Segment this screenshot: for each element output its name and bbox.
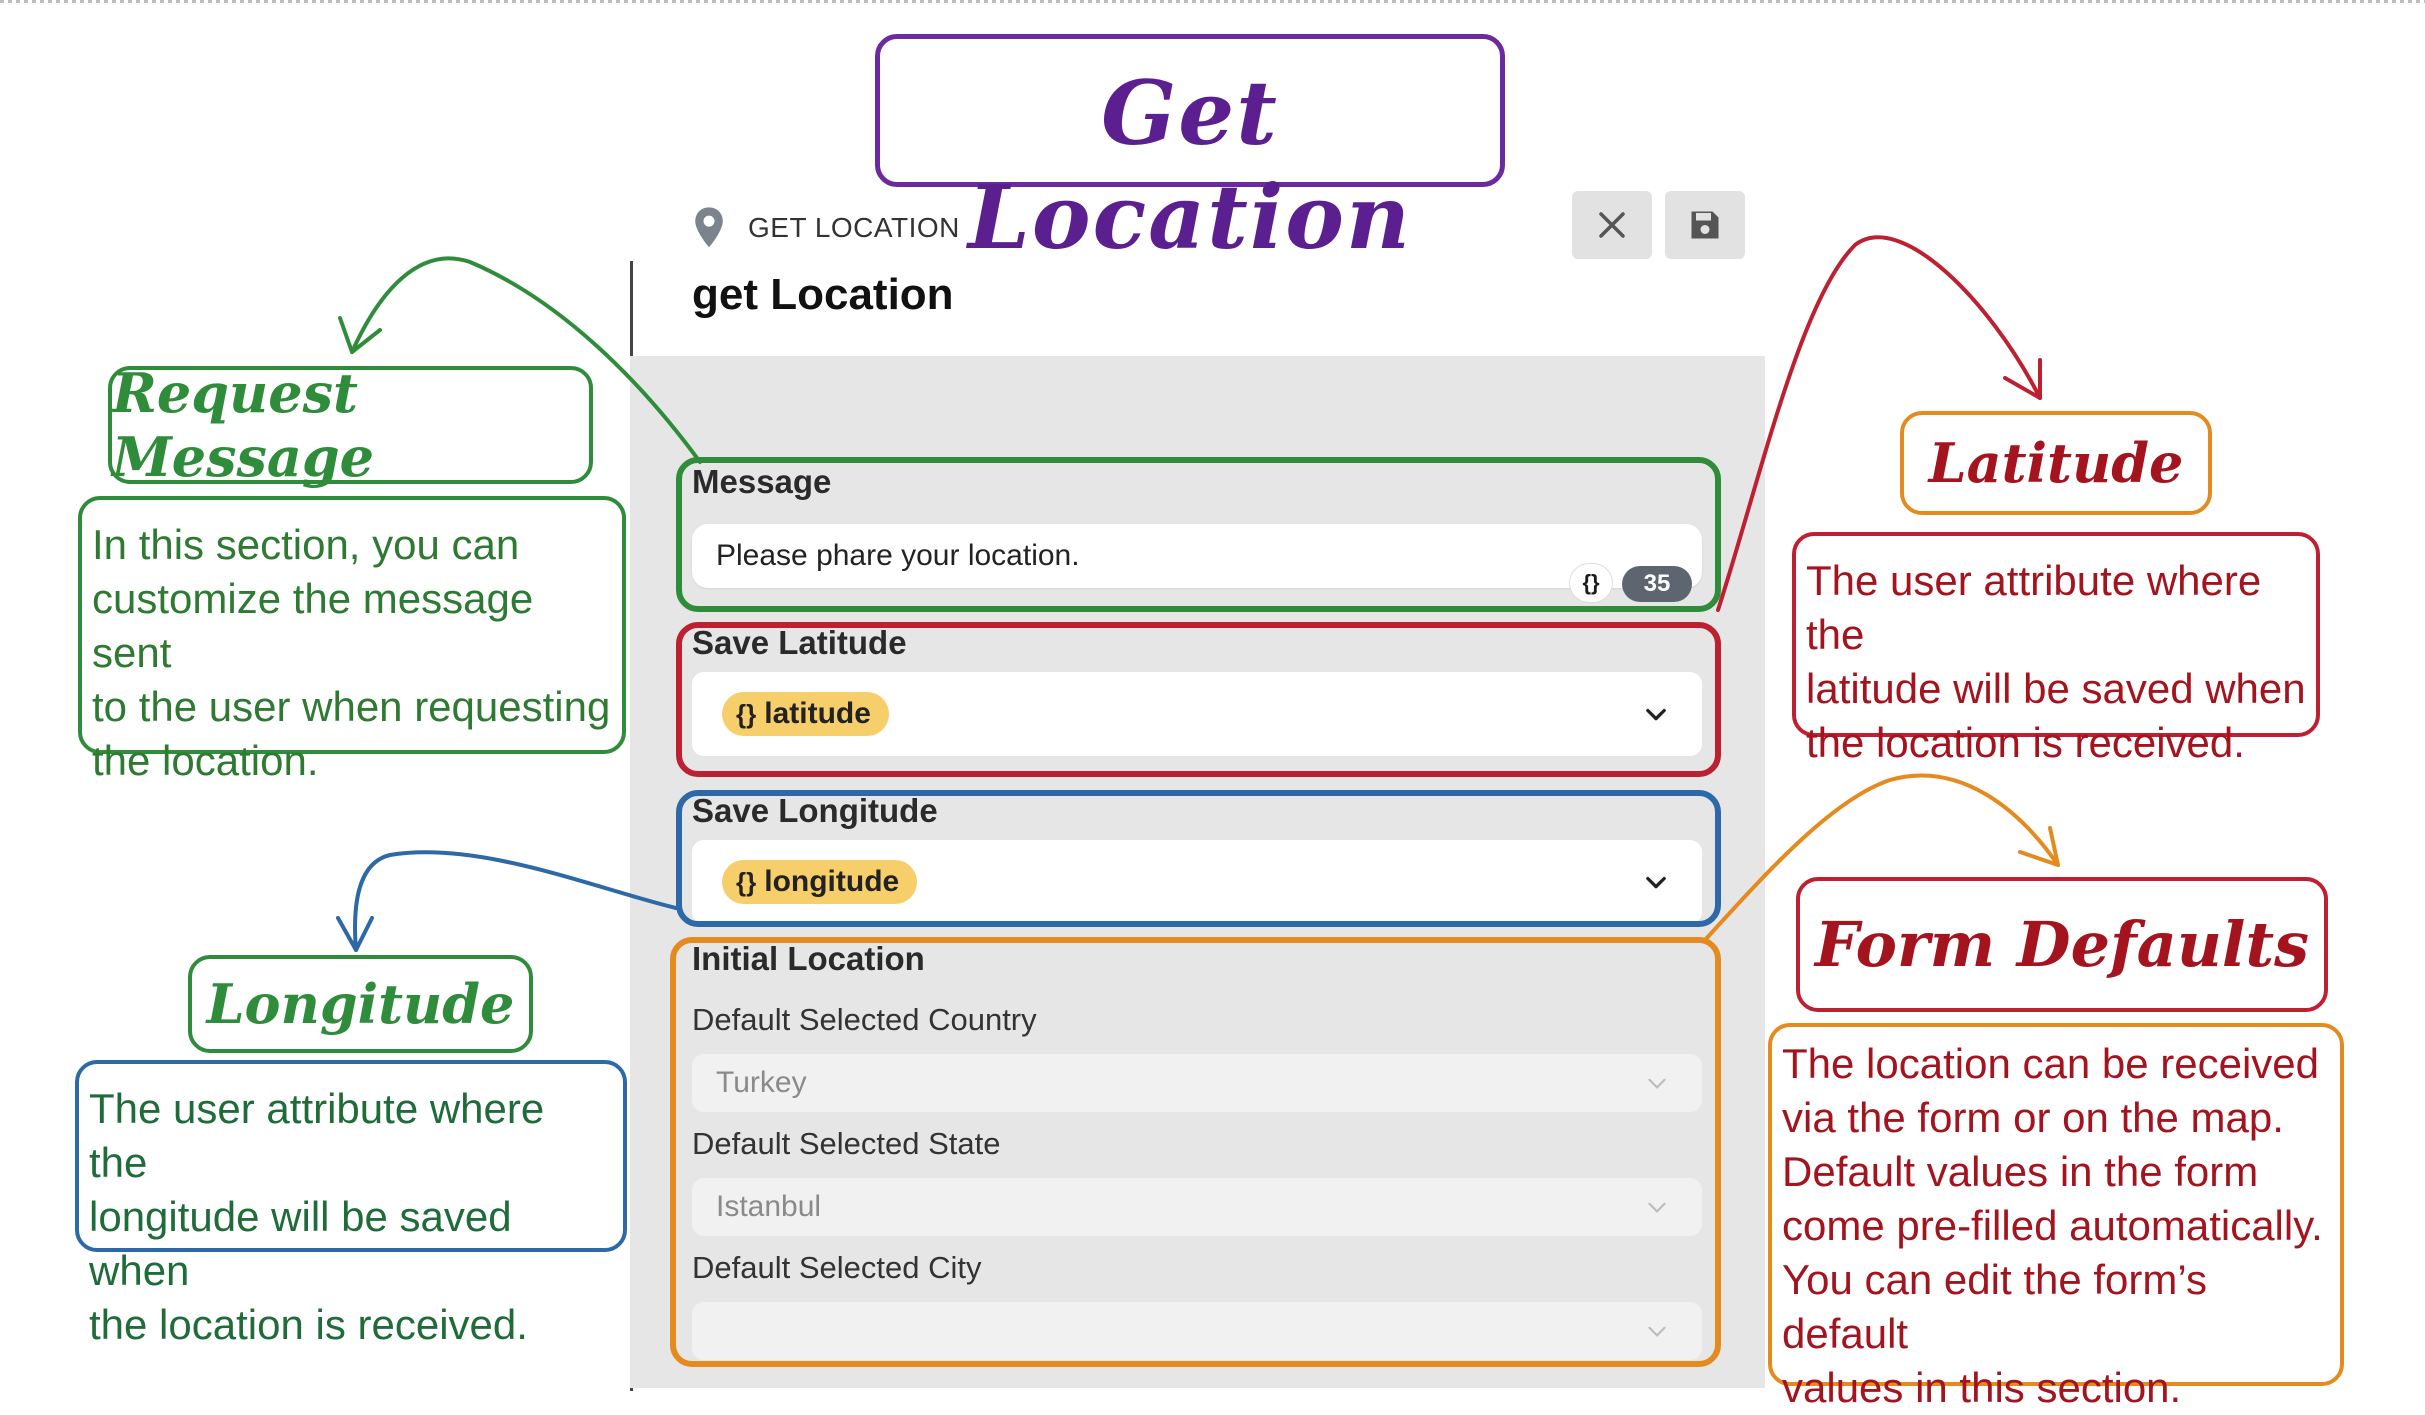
chevron-down-icon <box>1646 708 1666 721</box>
city-select[interactable] <box>692 1302 1702 1360</box>
latitude-chip: {} latitude <box>722 692 889 736</box>
state-select[interactable]: Istanbul <box>692 1178 1702 1236</box>
top-dotted-border <box>0 0 2425 3</box>
save-latitude-label: Save Latitude <box>692 624 907 661</box>
longitude-line: longitude will be saved when <box>89 1193 512 1294</box>
variable-braces-button[interactable]: {} <box>1570 564 1612 602</box>
form-defaults-title: Form Defaults <box>1814 908 2310 981</box>
state-label: Default Selected State <box>692 1126 1001 1161</box>
state-value: Istanbul <box>716 1190 822 1223</box>
latitude-line: latitude will be saved when <box>1806 665 2306 712</box>
latitude-desc-box: The user attribute where the latitude wi… <box>1792 532 2320 766</box>
save-latitude-select[interactable]: {} latitude <box>692 672 1702 756</box>
request-message-line: customize the message sent <box>92 575 534 676</box>
initial-location-label: Initial Location <box>692 940 925 977</box>
request-message-line: to the user when requesting <box>92 683 611 730</box>
longitude-desc-box: The user attribute where the longitude w… <box>75 1060 627 1348</box>
longitude-arrowhead <box>336 916 374 952</box>
chip-braces-icon: {} <box>736 866 757 897</box>
request-message-desc: In this section, you can customize the m… <box>82 500 622 788</box>
message-input[interactable]: Please phare your location. {} 35 <box>692 524 1702 602</box>
longitude-desc: The user attribute where the longitude w… <box>79 1064 623 1352</box>
title-text: Get Location <box>968 61 1412 269</box>
latitude-title: Latitude <box>1928 431 2184 495</box>
form-defaults-title-box: Form Defaults <box>1796 877 2328 1012</box>
city-label: Default Selected City <box>692 1250 982 1285</box>
longitude-arrow <box>353 850 678 952</box>
form-defaults-line: values in this section. <box>1782 1364 2182 1411</box>
character-counter: 35 <box>1622 566 1692 602</box>
form-defaults-line: via the form or on the map. <box>1782 1094 2284 1141</box>
latitude-arrowhead <box>2003 358 2042 400</box>
country-select[interactable]: Turkey <box>692 1054 1702 1112</box>
chevron-down-icon <box>1646 876 1666 889</box>
form-defaults-line: Default values in the form <box>1782 1148 2259 1195</box>
form-defaults-line: You can edit the form’s default <box>1782 1256 2207 1357</box>
save-longitude-select[interactable]: {} longitude <box>692 840 1702 924</box>
breadcrumb: GET LOCATION <box>748 212 960 243</box>
request-message-line: In this section, you can <box>92 521 520 568</box>
location-pin-icon <box>695 207 723 248</box>
floppy-disk-icon <box>1691 211 1719 239</box>
form-defaults-line: come pre-filled automatically. <box>1782 1202 2323 1249</box>
panel-header: GET LOCATION get Location <box>630 186 1765 356</box>
country-value: Turkey <box>716 1066 807 1099</box>
message-label: Message <box>692 463 832 500</box>
latitude-line: the location is received. <box>1806 719 2245 766</box>
chip-braces-icon: {} <box>736 698 757 729</box>
message-value: Please phare your location. <box>716 539 1080 572</box>
latitude-line: The user attribute where the <box>1806 557 2262 658</box>
save-longitude-highlight <box>676 790 1721 927</box>
longitude-chip: {} longitude <box>722 860 918 904</box>
request-message-desc-box: In this section, you can customize the m… <box>78 496 626 784</box>
country-label: Default Selected Country <box>692 1002 1037 1037</box>
message-highlight <box>676 457 1721 612</box>
form-defaults-arrowhead <box>2018 826 2060 867</box>
form-defaults-desc-box: The location can be received via the for… <box>1768 1023 2344 1411</box>
longitude-line: the location is received. <box>89 1301 528 1348</box>
save-button[interactable] <box>1665 191 1745 259</box>
request-message-title: Request Message <box>112 361 375 489</box>
longitude-title: Longitude <box>206 972 515 1036</box>
longitude-title-box: Longitude <box>188 955 533 1053</box>
longitude-line: The user attribute where the <box>89 1085 545 1186</box>
save-longitude-label: Save Longitude <box>692 792 938 829</box>
save-latitude-highlight <box>676 622 1721 777</box>
latitude-title-box: Latitude <box>1900 411 2212 515</box>
longitude-chip-label: longitude <box>764 865 900 898</box>
form-body: Message Please phare your location. {} 3… <box>630 356 1765 1388</box>
request-message-arrowhead <box>338 316 382 354</box>
request-message-title-box: Request Message <box>108 361 593 489</box>
chevron-down-icon <box>1648 1326 1666 1337</box>
chevron-down-icon <box>1648 1202 1666 1213</box>
close-icon <box>1599 212 1625 238</box>
form-defaults-line: The location can be received <box>1782 1040 2319 1087</box>
form-defaults-desc: The location can be received via the for… <box>1772 1027 2340 1415</box>
latitude-chip-label: latitude <box>764 697 871 730</box>
initial-location-highlight <box>670 937 1721 1367</box>
title-box: Get Location <box>875 34 1505 269</box>
request-message-line: the location. <box>92 737 319 784</box>
get-location-panel: GET LOCATION get Location Message Please… <box>630 186 1765 1391</box>
page-title: get Location <box>692 270 954 319</box>
latitude-desc: The user attribute where the latitude wi… <box>1796 536 2316 770</box>
chevron-down-icon <box>1648 1078 1666 1089</box>
close-button[interactable] <box>1572 191 1652 259</box>
